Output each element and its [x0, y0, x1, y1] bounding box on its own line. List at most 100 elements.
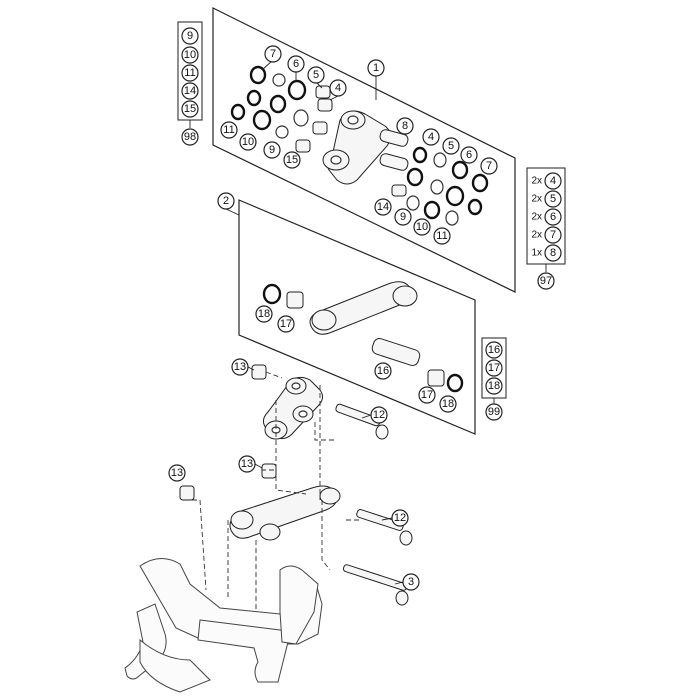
lower-kit-parts: [262, 281, 464, 393]
svg-text:4: 4: [550, 175, 556, 187]
svg-text:18: 18: [442, 398, 454, 410]
kit-98-item-9[interactable]: 9: [181, 27, 199, 45]
kit-98-item-14[interactable]: 14: [181, 82, 199, 100]
kit-98-item-11[interactable]: 11: [181, 64, 199, 82]
kit-99-item-17[interactable]: 17: [485, 359, 503, 377]
svg-text:9: 9: [400, 211, 406, 223]
callout-12-upper[interactable]: 12: [370, 406, 388, 424]
svg-text:17: 17: [421, 389, 433, 401]
callout-5-left[interactable]: 5: [307, 66, 325, 84]
callout-16[interactable]: 16: [374, 362, 392, 380]
kit-99-number[interactable]: 99: [485, 403, 503, 421]
kit-97-qty-4: 2x: [531, 230, 542, 241]
svg-text:7: 7: [486, 160, 492, 172]
callout-6-left[interactable]: 6: [287, 55, 305, 73]
callout-13-middle[interactable]: 13: [238, 455, 256, 473]
svg-text:17: 17: [488, 362, 500, 374]
kit-98-number[interactable]: 98: [181, 128, 199, 146]
svg-text:14: 14: [184, 85, 196, 97]
svg-text:12: 12: [373, 409, 385, 421]
upper-kit-panel: [212, 7, 516, 293]
callouts: 1 2 7 6 5 4 11 10 9 15 8 4 5 6 7 14 9 10…: [168, 45, 498, 591]
callout-13-left[interactable]: 13: [168, 464, 186, 482]
kit-97-qty-5: 1x: [531, 248, 542, 259]
svg-text:10: 10: [416, 221, 428, 233]
svg-text:15: 15: [286, 154, 298, 166]
svg-text:18: 18: [258, 308, 270, 320]
kit-97-qty-2: 2x: [531, 194, 542, 205]
svg-text:7: 7: [270, 48, 276, 60]
svg-text:17: 17: [280, 318, 292, 330]
callout-5-right[interactable]: 5: [442, 137, 460, 155]
kit-97-item-8[interactable]: 8: [544, 244, 562, 262]
callout-7-left[interactable]: 7: [264, 45, 282, 63]
svg-text:4: 4: [428, 131, 434, 143]
svg-text:7: 7: [550, 229, 556, 241]
upper-kit-parts: [230, 65, 489, 226]
callout-17-left[interactable]: 17: [277, 315, 295, 333]
kit-97-item-4[interactable]: 4: [544, 172, 562, 190]
callout-10-left[interactable]: 10: [239, 133, 257, 151]
callout-15[interactable]: 15: [283, 151, 301, 169]
kit-99-group: 16 17 18 99: [481, 337, 507, 421]
svg-text:13: 13: [171, 467, 183, 479]
callout-4-left[interactable]: 4: [329, 79, 347, 97]
callout-8[interactable]: 8: [396, 117, 414, 135]
kit-97-qty-3: 2x: [531, 212, 542, 223]
svg-text:8: 8: [550, 247, 556, 259]
callout-9-left[interactable]: 9: [263, 141, 281, 159]
svg-text:11: 11: [436, 230, 447, 242]
callout-12-lower[interactable]: 12: [391, 509, 409, 527]
callout-18-left[interactable]: 18: [255, 305, 273, 323]
svg-text:16: 16: [377, 365, 389, 377]
callout-9-right[interactable]: 9: [394, 208, 412, 226]
svg-text:8: 8: [402, 120, 408, 132]
svg-text:9: 9: [187, 30, 193, 42]
kit-98-item-15[interactable]: 15: [181, 100, 199, 118]
callout-18-right[interactable]: 18: [439, 395, 457, 413]
svg-text:97: 97: [540, 275, 552, 287]
kit-98-item-10[interactable]: 10: [181, 46, 199, 64]
lower-kit-panel: [238, 199, 476, 435]
svg-text:16: 16: [488, 344, 500, 356]
kit-98-group: 9 10 11 14 15 98: [177, 21, 203, 146]
svg-text:2: 2: [223, 195, 229, 207]
assembly-parts: [124, 364, 413, 693]
svg-text:11: 11: [184, 67, 195, 79]
lower-leaders: [225, 208, 404, 585]
kit-97-item-5[interactable]: 5: [544, 190, 562, 208]
svg-text:5: 5: [313, 69, 319, 81]
callout-2[interactable]: 2: [217, 192, 235, 210]
svg-text:5: 5: [448, 140, 454, 152]
callout-3[interactable]: 3: [402, 573, 420, 591]
assembly-dashed-lines: [192, 371, 360, 610]
kit-97-qty-1: 2x: [531, 176, 542, 187]
kit-97-number[interactable]: 97: [537, 272, 555, 290]
svg-text:13: 13: [241, 458, 253, 470]
callout-14[interactable]: 14: [374, 198, 392, 216]
svg-text:6: 6: [293, 58, 299, 70]
kit-99-item-18[interactable]: 18: [485, 377, 503, 395]
svg-text:10: 10: [184, 49, 196, 61]
svg-text:9: 9: [269, 144, 275, 156]
kit-97-item-6[interactable]: 6: [544, 208, 562, 226]
callout-11-right[interactable]: 11: [433, 227, 451, 245]
kit-99-item-16[interactable]: 16: [485, 341, 503, 359]
callout-6-right[interactable]: 6: [460, 146, 478, 164]
svg-text:3: 3: [408, 576, 414, 588]
kit-97-item-7[interactable]: 7: [544, 226, 562, 244]
svg-text:18: 18: [488, 380, 500, 392]
callout-7-right[interactable]: 7: [480, 157, 498, 175]
callout-10-right[interactable]: 10: [413, 218, 431, 236]
callout-13-top[interactable]: 13: [231, 358, 249, 376]
svg-text:13: 13: [234, 361, 246, 373]
svg-text:6: 6: [550, 211, 556, 223]
svg-text:99: 99: [488, 406, 500, 418]
svg-text:14: 14: [377, 201, 389, 213]
kit-97-group: 2x 2x 2x 2x 1x 4 5 6 7 8 97: [526, 167, 566, 290]
callout-11-left[interactable]: 11: [220, 121, 238, 139]
callout-4-right[interactable]: 4: [422, 128, 440, 146]
callout-17-right[interactable]: 17: [418, 386, 436, 404]
callout-1[interactable]: 1: [367, 59, 385, 77]
